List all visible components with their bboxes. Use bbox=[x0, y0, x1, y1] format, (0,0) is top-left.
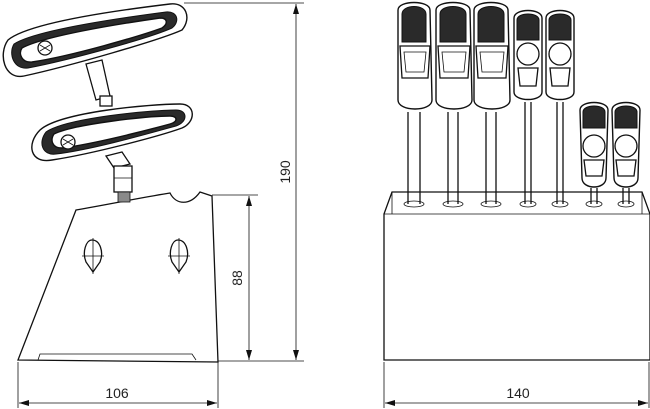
side-view: 88 190 106 bbox=[2, 2, 304, 408]
dimension-total-height: 190 bbox=[184, 2, 304, 362]
front-view-driver-5 bbox=[545, 9, 575, 208]
dimension-right-width: 140 bbox=[383, 362, 650, 408]
front-view: 140 bbox=[383, 1, 650, 408]
side-view-stand-foot bbox=[37, 353, 197, 361]
dimension-right-width-label: 140 bbox=[506, 385, 530, 401]
front-view-block bbox=[383, 191, 650, 361]
side-view-handle-upper bbox=[2, 3, 188, 107]
keyhole-slot-right bbox=[168, 238, 190, 274]
front-view-driver-4 bbox=[513, 9, 543, 208]
front-view-driver-6 bbox=[579, 101, 609, 208]
dimension-base-height-label: 88 bbox=[229, 270, 245, 286]
dimension-left-width-label: 106 bbox=[105, 385, 129, 401]
dimension-total-height-label: 190 bbox=[277, 160, 293, 184]
front-view-driver-1 bbox=[397, 1, 433, 208]
side-view-stand bbox=[17, 191, 219, 363]
front-view-driver-3 bbox=[473, 1, 511, 208]
dimension-left-width: 106 bbox=[17, 362, 219, 408]
dimension-base-height: 88 bbox=[212, 194, 258, 362]
front-view-driver-2 bbox=[435, 1, 473, 208]
keyhole-slot-left bbox=[82, 238, 104, 274]
front-view-driver-7 bbox=[611, 101, 641, 208]
side-view-handle-lower bbox=[31, 103, 193, 203]
